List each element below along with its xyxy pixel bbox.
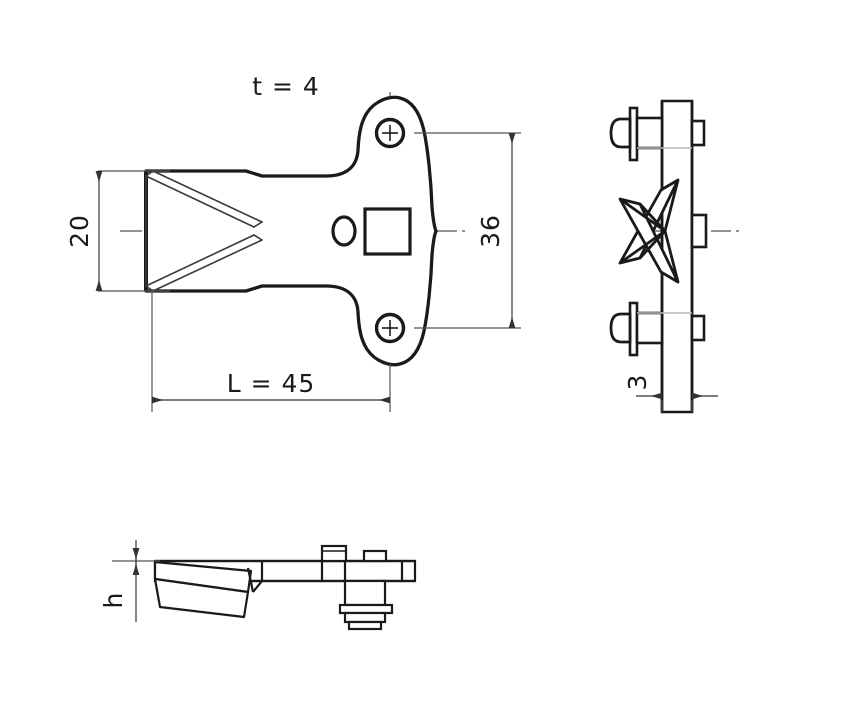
leaf-upper-fold: [619, 229, 666, 265]
leaf-upper-inner: [638, 230, 667, 259]
side-view: 3: [609, 99, 740, 414]
side-folded-leaf: [618, 178, 680, 284]
bottom-leaf-joint: [252, 580, 263, 593]
upper-bolt-shank: [635, 116, 664, 150]
plan-view: 20 36 L = 45 t = 4: [65, 72, 521, 412]
upper-bolt-thread: [690, 119, 706, 147]
dimension-label-36: 36: [476, 214, 505, 248]
dimension-label-3: 3: [623, 374, 652, 391]
pivot-hole: [331, 215, 357, 247]
dimension-label-L45: L = 45: [227, 369, 316, 398]
bottom-bolt-stack: [338, 579, 394, 631]
plan-body-outline: [144, 95, 438, 367]
dimension-L45: L = 45: [151, 291, 391, 412]
side-upper-bolt-assembly: [609, 106, 706, 162]
dimension-36: 36: [414, 132, 521, 329]
middle-thread-stub: [690, 213, 708, 249]
dimension-20: 20: [65, 170, 170, 292]
lower-bolt-thread: [690, 314, 706, 342]
dimension-label-h: h: [99, 592, 128, 609]
leaf-lower-inner: [638, 203, 667, 232]
lower-bolt-hole: [374, 312, 406, 344]
side-middle-thread: [690, 213, 708, 249]
bottom-folded-leaf: [153, 560, 263, 619]
dimension-label-20: 20: [65, 214, 94, 248]
dimension-3: 3: [623, 374, 718, 412]
bottom-top-bosses: [320, 544, 388, 563]
leaf-upper-edge: [663, 179, 680, 232]
bottom-leaf-right-edge: [246, 567, 255, 593]
leaf-lower-fold: [619, 197, 666, 233]
bolt-head-upper: [343, 611, 387, 624]
bottom-leaf-lower: [153, 577, 250, 619]
lower-bolt-shank: [635, 311, 664, 345]
dimension-h: h: [99, 540, 140, 622]
lower-bolt-head: [609, 312, 632, 344]
bolt-shank: [343, 579, 387, 607]
boss-pivot: [362, 549, 388, 563]
bottom-view: h: [99, 540, 417, 631]
upper-bolt-hole: [374, 117, 406, 149]
bolt-head-lower: [347, 620, 383, 631]
square-boss: [363, 207, 412, 256]
label-thickness-t4: t = 4: [252, 72, 320, 101]
plan-fold-lines: [145, 170, 263, 292]
boss-square: [320, 544, 348, 563]
side-lower-bolt-assembly: [609, 301, 706, 357]
leaf-lower-edge: [663, 230, 680, 283]
bolt-washer-wide: [338, 603, 394, 615]
upper-bolt-head: [609, 117, 632, 149]
